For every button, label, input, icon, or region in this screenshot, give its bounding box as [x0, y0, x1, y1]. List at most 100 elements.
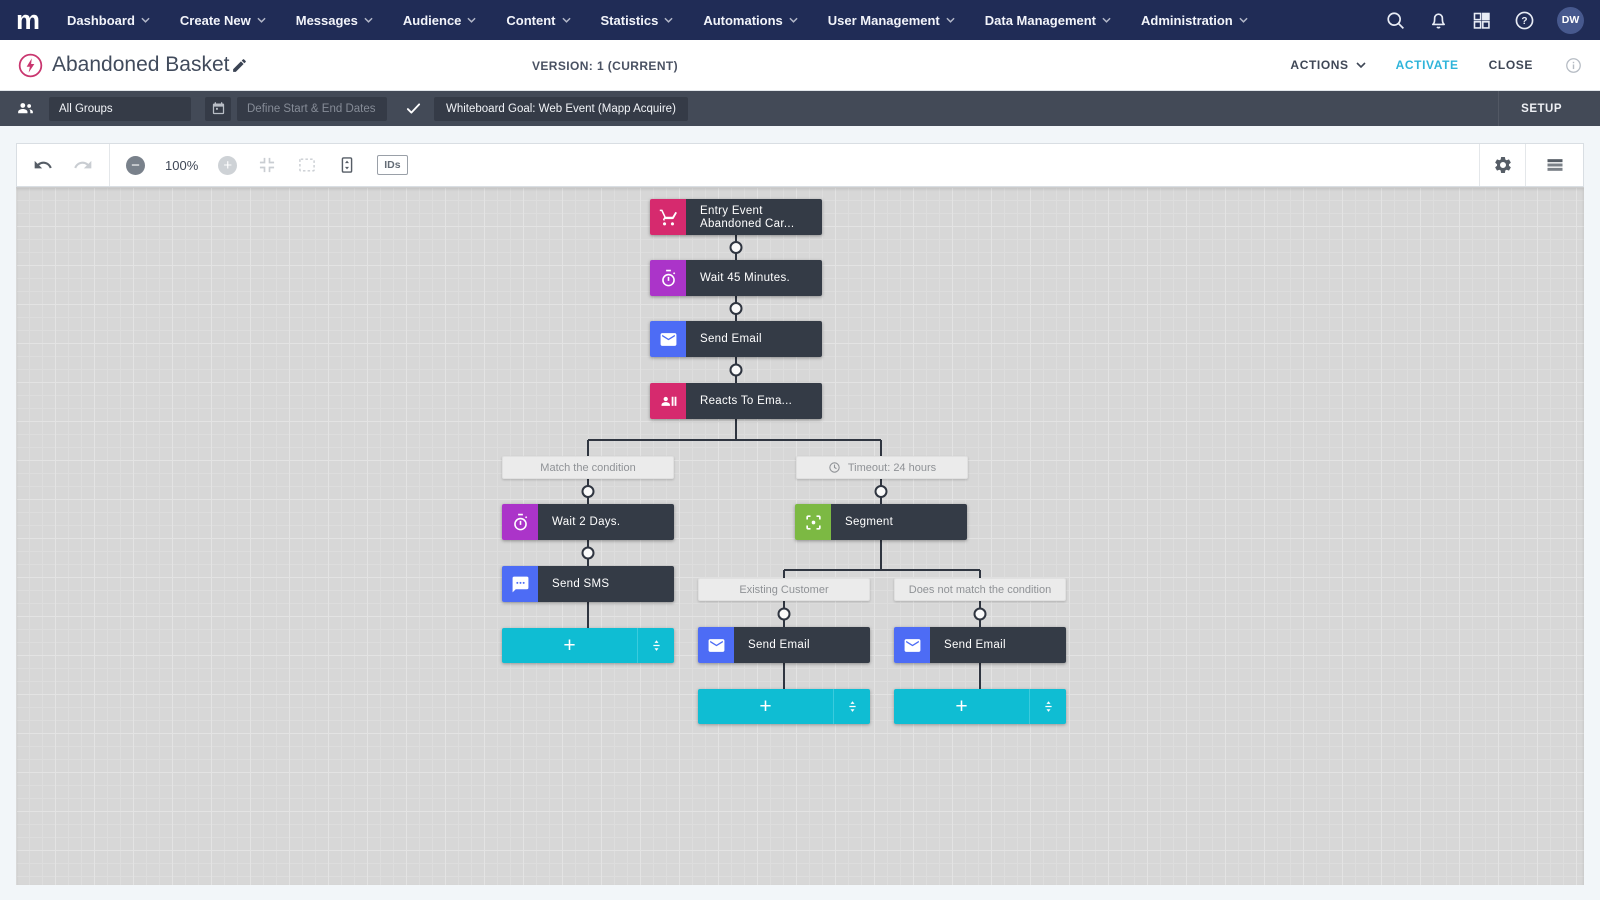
node-label: Entry Event	[700, 204, 763, 217]
list-view-icon	[1545, 155, 1565, 175]
help-icon[interactable]: ?	[1514, 10, 1535, 31]
version-label: VERSION: 1 (CURRENT)	[532, 58, 679, 73]
zoom-in-button[interactable]: +	[218, 155, 238, 175]
node-segment[interactable]: Segment	[795, 504, 967, 540]
insert-split-button[interactable]	[1030, 689, 1066, 724]
node-label: Wait 2 Days.	[552, 516, 621, 528]
node-label: Reacts To Ema...	[700, 395, 793, 407]
settings-cell[interactable]	[1479, 144, 1525, 186]
add-node-button[interactable]: +	[698, 689, 834, 724]
menu-user-management[interactable]: User Management	[828, 13, 955, 28]
page-title: Abandoned Basket	[52, 53, 230, 76]
redo-icon[interactable]	[73, 155, 93, 175]
groups-select[interactable]: All Groups	[49, 96, 191, 121]
node-send-email-3[interactable]: Send Email	[894, 627, 1066, 663]
close-button[interactable]: CLOSE	[1488, 58, 1533, 72]
node-label: Send SMS	[552, 578, 610, 590]
insert-split-button[interactable]	[834, 689, 870, 724]
menu-data-management[interactable]: Data Management	[985, 13, 1111, 28]
branch-label-match-condition: Match the condition	[502, 456, 674, 479]
whiteboard-settings-bar: All Groups Define Start & End Dates Whit…	[0, 91, 1600, 126]
split-arrows-icon	[652, 640, 660, 651]
navbar-utilities: ? DW	[1385, 6, 1584, 34]
ids-toggle-button[interactable]: IDs	[377, 155, 408, 175]
menu-statistics[interactable]: Statistics	[601, 13, 674, 28]
add-node-bar: +	[698, 689, 870, 724]
gear-icon	[1493, 155, 1513, 175]
menu-automations[interactable]: Automations	[703, 13, 798, 28]
chevron-down-icon	[789, 17, 798, 23]
chevron-down-icon	[1239, 17, 1248, 23]
menu-create-new[interactable]: Create New	[180, 13, 266, 28]
activate-button[interactable]: ACTIVATE	[1395, 58, 1459, 72]
zoom-out-button[interactable]: −	[126, 155, 145, 175]
menu-audience[interactable]: Audience	[403, 13, 477, 28]
chevron-down-icon	[141, 17, 150, 23]
split-arrows-icon	[1044, 701, 1052, 712]
undo-icon[interactable]	[33, 155, 53, 175]
toolbar-right	[1479, 144, 1583, 186]
node-reacts-to-email[interactable]: Reacts To Ema...	[650, 383, 822, 419]
add-node-button[interactable]: +	[502, 628, 638, 663]
node-wait-45-minutes[interactable]: Wait 45 Minutes.	[650, 260, 822, 296]
node-send-sms[interactable]: Send SMS	[502, 566, 674, 602]
list-view-cell[interactable]	[1525, 144, 1583, 186]
top-navbar: m Dashboard Create New Messages Audience…	[0, 0, 1600, 40]
chevron-down-icon	[946, 17, 955, 23]
mail-icon	[698, 627, 734, 663]
node-label: Wait 45 Minutes.	[700, 272, 791, 284]
cart-icon	[650, 199, 686, 235]
start-end-dates-field[interactable]: Define Start & End Dates	[237, 96, 387, 121]
chevron-down-icon	[257, 17, 266, 23]
node-label: Segment	[845, 516, 894, 528]
menu-administration[interactable]: Administration	[1141, 13, 1248, 28]
whiteboard-titlebar: Abandoned Basket VERSION: 1 (CURRENT) AC…	[0, 40, 1600, 91]
node-label: Send Email	[944, 639, 1006, 651]
calendar-icon-button[interactable]	[205, 96, 231, 121]
info-icon[interactable]	[1565, 57, 1582, 74]
menu-dashboard[interactable]: Dashboard	[67, 13, 150, 28]
chevron-down-icon	[664, 17, 673, 23]
add-node-bar: +	[894, 689, 1066, 724]
title-actions: ACTIONS ACTIVATE CLOSE	[1290, 57, 1582, 74]
chevron-down-icon	[467, 17, 477, 23]
node-wait-2-days[interactable]: Wait 2 Days.	[502, 504, 674, 540]
segment-focus-icon	[795, 504, 831, 540]
mail-icon	[650, 321, 686, 357]
clock-icon	[829, 462, 840, 473]
app-launcher-grid-icon[interactable]	[1471, 10, 1492, 31]
main-menu: Dashboard Create New Messages Audience C…	[67, 13, 1248, 28]
toolbar-divider	[109, 144, 110, 186]
edit-title-pencil-icon[interactable]	[231, 57, 248, 74]
setup-section: SETUP	[1498, 91, 1584, 126]
chevron-down-icon	[364, 17, 373, 23]
menu-messages[interactable]: Messages	[296, 13, 373, 28]
chevron-down-icon	[1102, 17, 1111, 23]
user-avatar[interactable]: DW	[1557, 6, 1584, 34]
setup-button[interactable]: SETUP	[1521, 102, 1562, 115]
search-icon[interactable]	[1385, 10, 1406, 31]
whiteboard-goal-field[interactable]: Whiteboard Goal: Web Event (Mapp Acquire…	[434, 96, 688, 121]
contact-card-icon	[650, 383, 686, 419]
insert-split-button[interactable]	[638, 628, 674, 663]
mapp-logo[interactable]: m	[16, 5, 40, 35]
node-label: Send Email	[700, 333, 762, 345]
whiteboard-bolt-icon	[18, 53, 43, 77]
goal-check-icon	[406, 103, 421, 114]
groups-people-icon	[18, 103, 33, 114]
branch-label-existing-customer: Existing Customer	[698, 578, 870, 601]
fit-to-screen-icon[interactable]	[257, 155, 277, 175]
timer-icon	[650, 260, 686, 296]
selection-area-icon[interactable]	[297, 155, 317, 175]
sms-bubble-icon	[502, 566, 538, 602]
menu-content[interactable]: Content	[506, 13, 571, 28]
add-node-button[interactable]: +	[894, 689, 1030, 724]
notifications-bell-icon[interactable]	[1428, 10, 1449, 31]
actions-dropdown-button[interactable]: ACTIONS	[1290, 58, 1366, 72]
node-send-email-1[interactable]: Send Email	[650, 321, 822, 357]
svg-text:?: ?	[1521, 16, 1527, 27]
vertical-fit-icon[interactable]	[337, 155, 357, 175]
node-send-email-2[interactable]: Send Email	[698, 627, 870, 663]
